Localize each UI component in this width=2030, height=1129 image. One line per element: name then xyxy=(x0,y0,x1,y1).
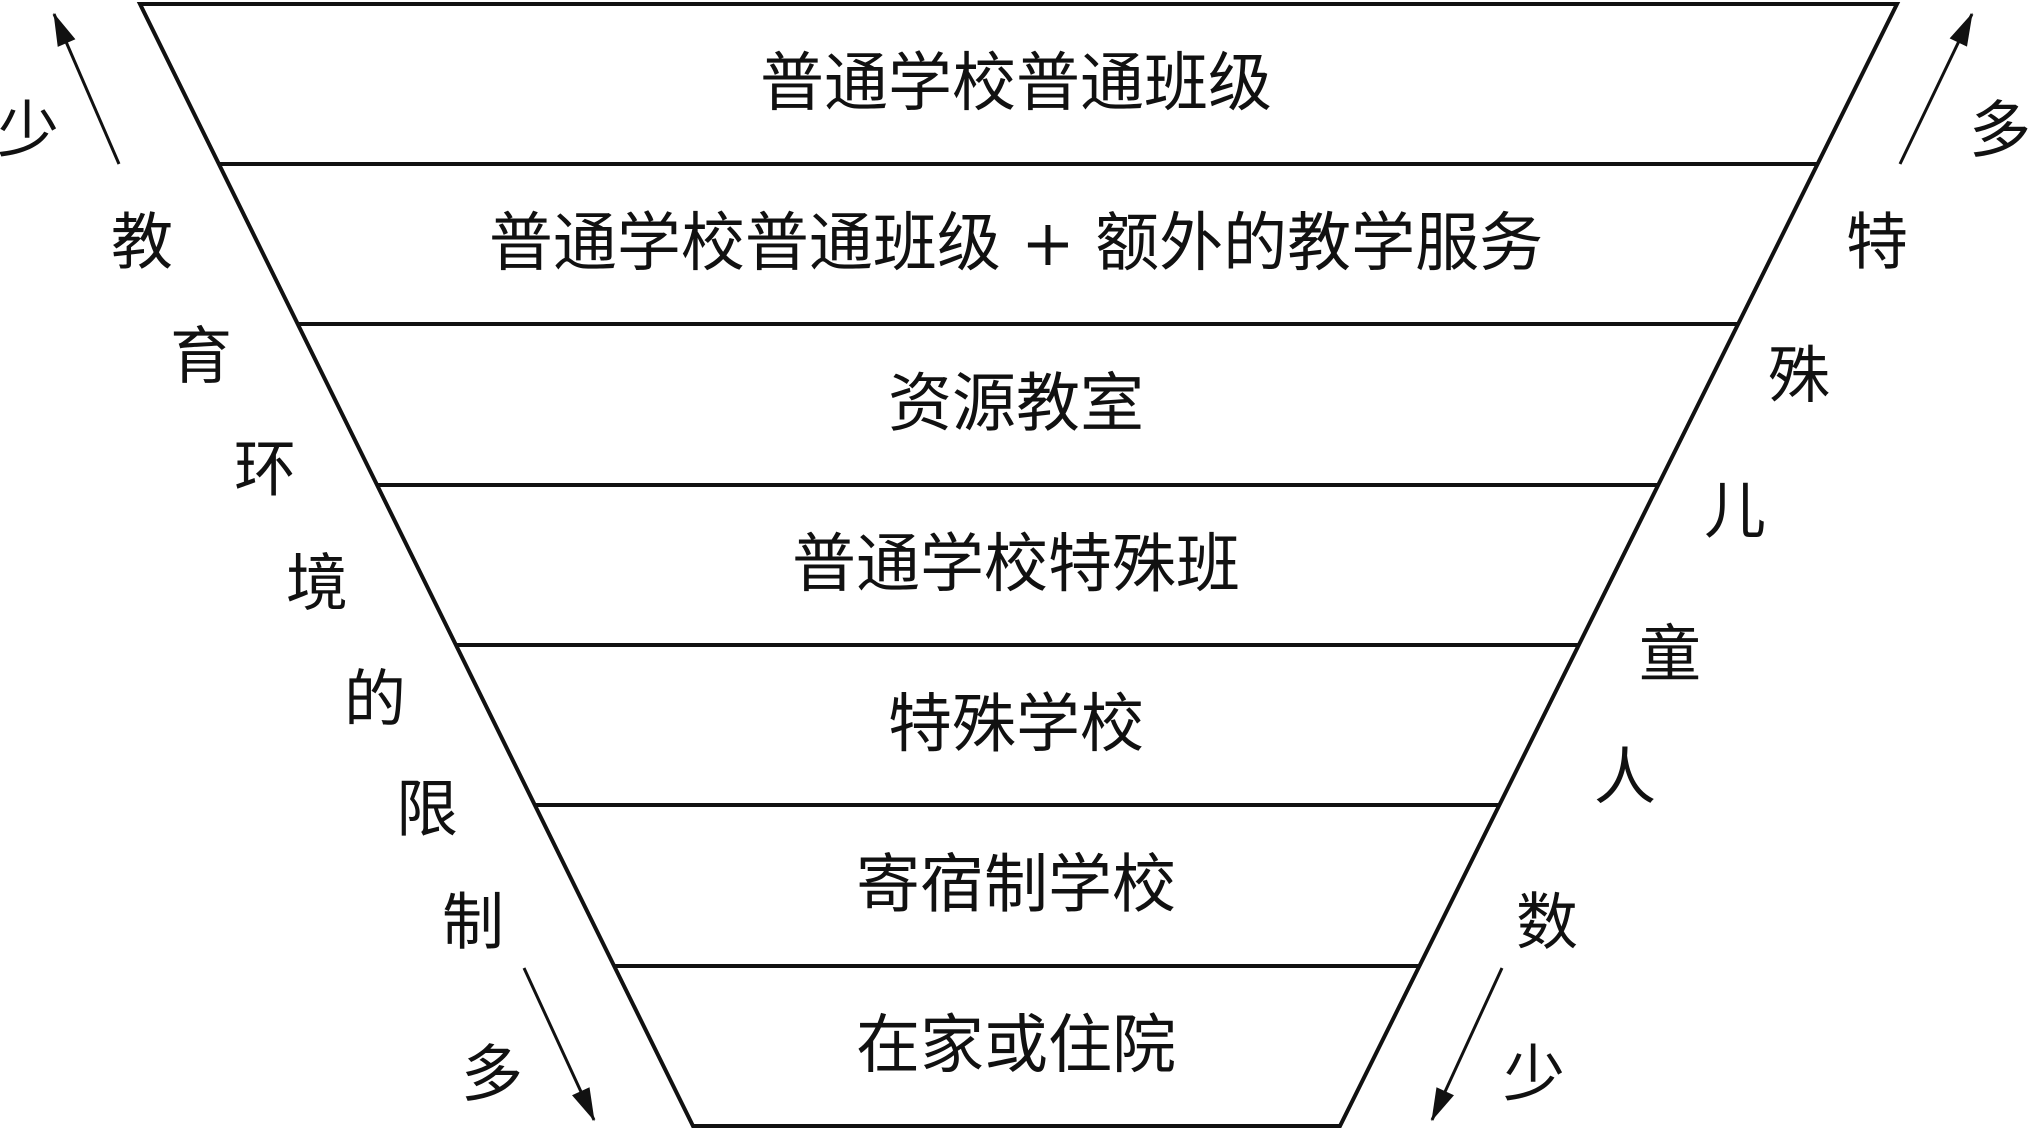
level-dividers xyxy=(218,162,1818,968)
axis-char: 教 xyxy=(111,206,173,279)
axis-char: 育 xyxy=(170,320,232,393)
level-label: 资源教室 xyxy=(888,368,1144,442)
level-label: 在家或住院 xyxy=(856,1009,1176,1083)
right-top-label: 多 xyxy=(1969,94,2030,167)
level-label: 普通学校普通班级 + 额外的教学服务 xyxy=(489,207,1543,281)
axis-char: 制 xyxy=(442,886,504,959)
axis-char: 限 xyxy=(396,773,458,846)
right-down-arrow xyxy=(1430,967,1504,1122)
axis-char: 儿 xyxy=(1704,475,1766,548)
level-label: 寄宿制学校 xyxy=(856,849,1176,923)
left-up-arrow xyxy=(52,12,121,165)
axis-char: 人 xyxy=(1594,741,1656,814)
axis-char: 特 xyxy=(1846,206,1908,279)
trapezoid-outline xyxy=(136,2,1901,1128)
level-label: 特殊学校 xyxy=(888,688,1144,762)
right-up-arrow xyxy=(1898,12,1974,165)
axis-char: 境 xyxy=(286,547,348,620)
level-label: 普通学校普通班级 xyxy=(760,47,1272,121)
left-down-arrow xyxy=(522,967,596,1122)
axis-char: 童 xyxy=(1639,618,1701,691)
axis-char: 殊 xyxy=(1768,339,1830,412)
level-label: 普通学校特殊班 xyxy=(792,528,1240,602)
right-bottom-label: 少 xyxy=(1503,1038,1565,1111)
axis-char: 的 xyxy=(344,663,406,736)
axis-char: 数 xyxy=(1516,886,1578,959)
axis-char: 环 xyxy=(234,433,296,506)
left-top-label: 少 xyxy=(0,94,59,167)
left-bottom-label: 多 xyxy=(461,1038,523,1111)
